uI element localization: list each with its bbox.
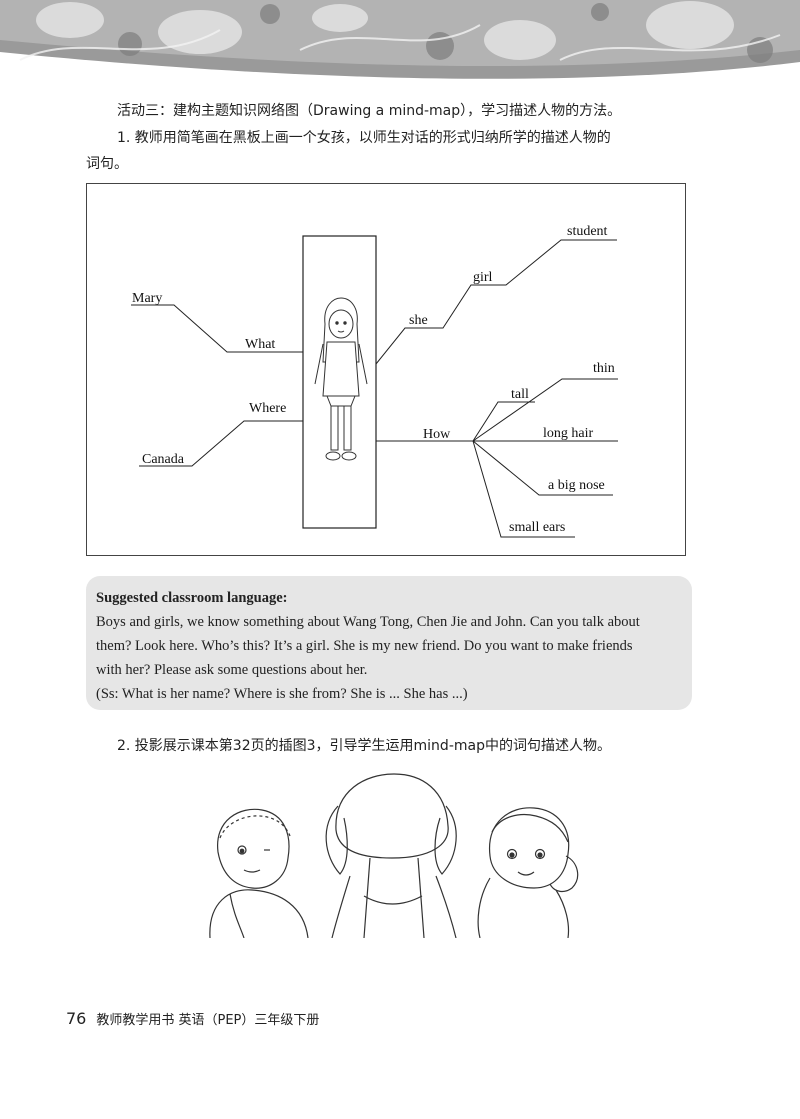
step2-text: 2. 投影展示课本第32页的插图3，引导学生运用mind-map中的词句描述人物… [117,735,611,755]
classroom-language-line: with her? Please ask some questions abou… [96,658,682,682]
classroom-language-box: Suggested classroom language: Boys and g… [86,576,692,710]
label-mary: Mary [132,291,162,306]
label-canada: Canada [142,452,185,467]
step1-text: 1. 教师用简笔画在黑板上画一个女孩，以师生对话的形式归纳所学的描述人物的 [117,127,611,147]
classroom-language-line: them? Look here. Who’s this? It’s a girl… [96,634,682,658]
mindmap-diagram: Mary What Where Canada she girl student … [87,184,687,557]
book-title: 教师教学用书 英语（PEP）三年级下册 [96,1013,319,1028]
label-thin: thin [593,361,615,376]
classroom-language-line: Boys and girls, we know something about … [96,610,682,634]
label-student: student [567,224,608,239]
girl-figure [315,298,367,460]
label-she: she [409,313,428,328]
floral-banner [0,0,800,92]
page-number: 76 [66,1009,86,1028]
girl-back-drawing [326,774,456,938]
label-where: Where [249,401,286,416]
step1-text-cont: 词句。 [86,153,128,173]
classroom-language-title: Suggested classroom language: [96,586,682,610]
label-how: How [423,427,451,442]
label-what: What [245,337,275,352]
classroom-language-line: (Ss: What is her name? Where is she from… [96,682,682,706]
label-tall: tall [511,387,529,402]
page-footer: 76 教师教学用书 英语（PEP）三年级下册 [66,1009,319,1028]
label-girl: girl [473,270,493,285]
label-long-hair: long hair [543,426,593,441]
children-illustration [200,766,610,938]
boy-drawing [210,809,308,938]
label-big-nose: a big nose [548,478,605,493]
curly-girl-drawing [478,808,578,938]
label-small-ears: small ears [509,520,565,535]
activity-heading: 活动三：建构主题知识网络图（Drawing a mind-map），学习描述人物… [117,100,621,120]
mindmap-box: Mary What Where Canada she girl student … [86,183,686,556]
